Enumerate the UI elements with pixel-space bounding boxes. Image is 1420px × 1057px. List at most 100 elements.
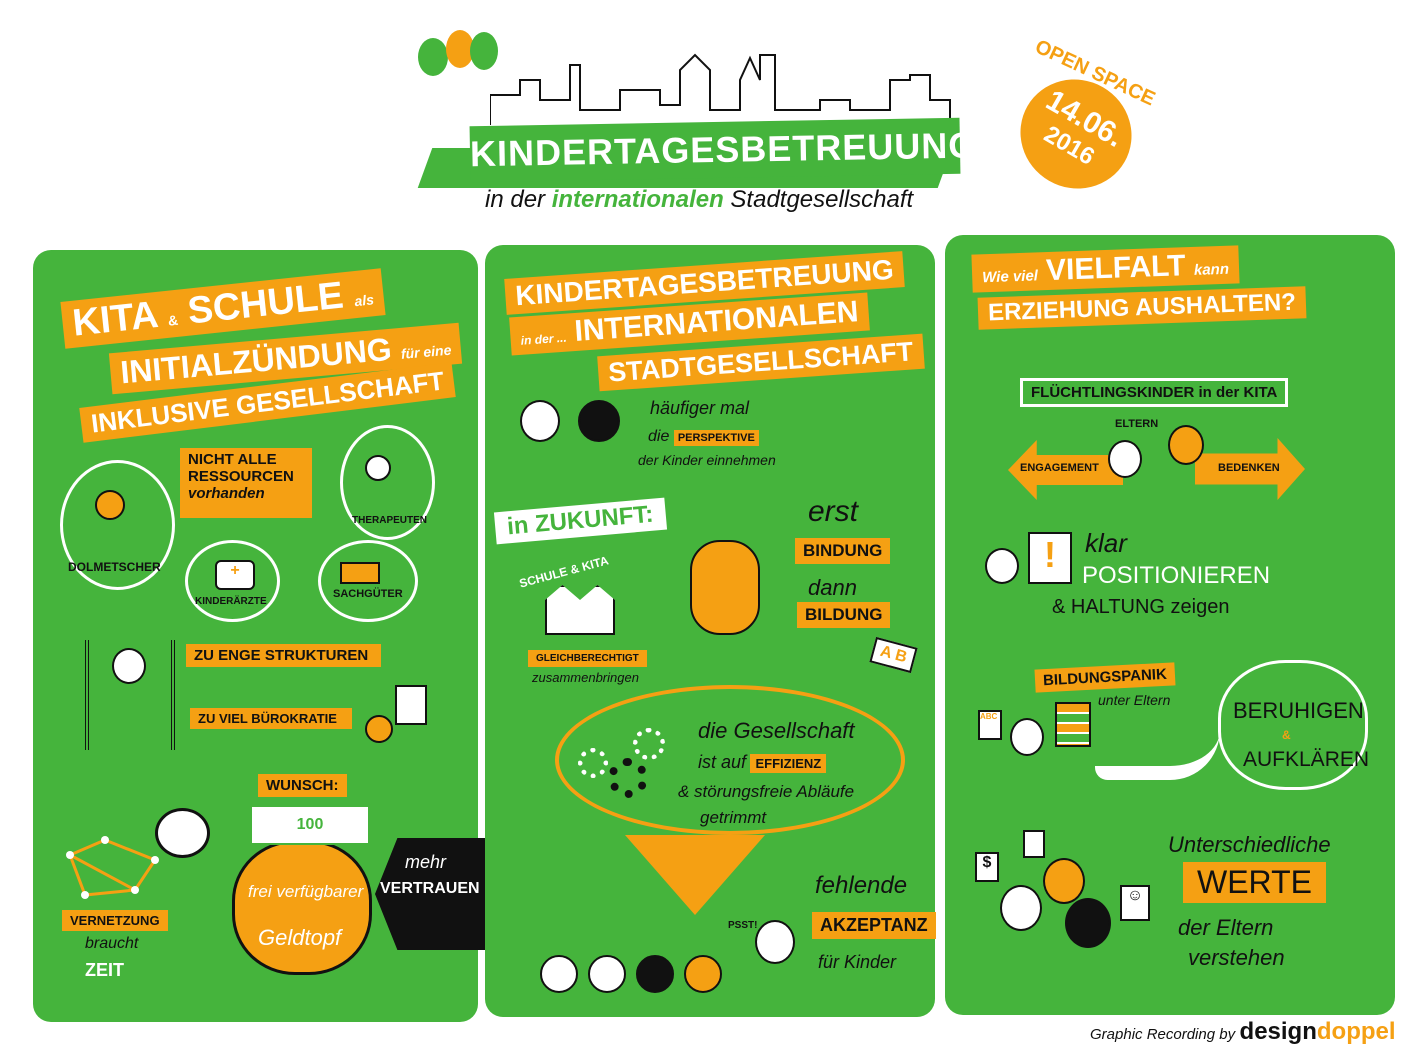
gesellschaft-4: getrimmt [700, 808, 767, 827]
parent-child-icon [690, 540, 760, 635]
perspektive-label: PERSPEKTIVE [673, 430, 759, 446]
page-subtitle: in der internationalen Stadtgesellschaft [485, 186, 913, 214]
label-psst: PSST! [728, 920, 758, 931]
label-bindung: BINDUNG [795, 538, 891, 564]
resources-text: NICHT ALLE RESSOURCEN [188, 451, 294, 485]
label-fehlende: fehlende [815, 872, 908, 899]
parent-icon [1168, 425, 1204, 465]
label-engagement: ENGAGEMENT [1020, 462, 1099, 474]
brand-doppel: doppel [1316, 1018, 1396, 1045]
label-sachgueter: SACHGÜTER [333, 588, 403, 600]
vertrauen-2: VERTRAUEN [380, 880, 480, 897]
pot-text-1: frei verfügbarer [248, 882, 364, 901]
label-akzeptanz: AKZEPTANZ [812, 912, 936, 939]
child-icon [684, 955, 722, 993]
banner-fuer-eine: für eine [400, 341, 452, 362]
gears-icon [578, 728, 668, 798]
parent-icon [1000, 885, 1042, 931]
label-dann: dann [808, 575, 857, 600]
label-eltern: ELTERN [1115, 418, 1159, 430]
label-der-eltern: der Eltern [1178, 915, 1274, 940]
perspektive-3: der Kinder einnehmen [638, 452, 776, 468]
subtitle-pre: in der [485, 186, 546, 213]
people-group: $ ☺ [975, 830, 1150, 980]
cloud-therapeuten [340, 425, 435, 540]
exclamation-sign-icon: ! [1028, 532, 1072, 584]
balloon-icon [470, 32, 498, 70]
credit: Graphic Recording by designdoppel [1090, 1018, 1396, 1046]
label-zeit: ZEIT [85, 960, 124, 980]
label-dolmetscher: DOLMETSCHER [68, 560, 161, 574]
label-braucht: braucht [85, 935, 139, 952]
label-therapeuten: THERAPEUTEN [352, 515, 428, 526]
vertrauen-1: mehr [405, 852, 447, 872]
abc-sheet-icon: ABC [978, 710, 1002, 740]
child-icon [588, 955, 626, 993]
parent-icon [1108, 440, 1142, 478]
banner-vielfalt: VIELFALT [1045, 249, 1187, 288]
label-bedenken: BEDENKEN [1218, 462, 1280, 474]
banner-kita: KiTA [70, 294, 159, 345]
banner-wie-viel: Wie viel [981, 267, 1039, 287]
resources-text-2: vorhanden [188, 485, 265, 502]
label-werte: WERTE [1183, 862, 1326, 903]
fallen-person-icon [365, 715, 393, 743]
label-unterschiedliche: Unterschiedliche [1168, 832, 1331, 857]
beruhigen-cloud [1218, 660, 1368, 790]
bars-icon [85, 640, 175, 750]
balloon-icon [418, 38, 448, 76]
label-aufklaeren: AUFKLÄREN [1243, 748, 1370, 771]
label-strukturen: ZU ENGE STRUKTUREN [186, 644, 381, 667]
brand-design: design [1239, 1018, 1317, 1045]
subtitle-accent: internationalen [551, 186, 724, 213]
presenter-icon [985, 548, 1019, 584]
cloud-sachgueter [318, 540, 418, 622]
gesellschaft-bubble [555, 685, 905, 835]
snail-icon [155, 808, 210, 858]
vertrauen-arrow [375, 838, 487, 950]
effizienz-label: EFFIZIENZ [750, 754, 827, 773]
banner-amp: & [167, 311, 179, 329]
balloon-icon [446, 30, 474, 68]
parent-icon [1065, 898, 1111, 948]
child-icon [520, 400, 560, 442]
resources-box: NICHT ALLE RESSOURCEN vorhanden [180, 448, 312, 518]
label-buerokratie: ZU VIEL BÜROKRATIE [190, 708, 352, 729]
label-und: & [1282, 728, 1291, 742]
squeezed-person-icon [112, 648, 146, 684]
child-icon [578, 400, 620, 442]
credit-text: Graphic Recording by [1090, 1026, 1236, 1043]
banner-kann: kann [1193, 260, 1230, 279]
phone-sign-icon [1023, 830, 1045, 858]
label-vernetzung: VERNETZUNG [62, 910, 168, 931]
cloud-kinderaerzte [185, 540, 280, 622]
smiley-sign-icon: ☺ [1120, 885, 1150, 921]
medical-bag-icon: + [215, 560, 255, 590]
label-unter-eltern: unter Eltern [1098, 692, 1171, 708]
label-bildung: BILDUNG [797, 602, 891, 628]
gesellschaft-ist-auf: ist auf [698, 752, 747, 772]
parent-icon [1043, 858, 1085, 904]
dollar-sign-icon: $ [975, 852, 999, 882]
page-title: KINDERTAGESBETREUUNG [469, 117, 978, 183]
books-stack-icon [1055, 702, 1091, 747]
banner-als: als [353, 291, 375, 310]
fluechtling-box: FLÜCHTLINGSKINDER in der KITA [1020, 378, 1289, 407]
gesellschaft-1: die Gesellschaft [698, 718, 855, 743]
gesellschaft-3: & störungsfreie Abläufe [678, 782, 855, 801]
label-kinderaerzte: KINDERÄRZTE [195, 596, 267, 607]
perspektive-2: die PERSPEKTIVE [648, 428, 759, 446]
subtitle-post: Stadtgesellschaft [730, 186, 914, 213]
therapist-icon [365, 455, 391, 481]
person-icon [95, 490, 125, 520]
worried-parent-icon [1010, 718, 1044, 756]
perspektive-1: häufiger mal [650, 398, 750, 418]
box-icon [340, 562, 380, 584]
paper-stack-icon [395, 685, 427, 725]
label-erst: erst [808, 495, 859, 528]
money-bills: 100 [250, 805, 370, 845]
label-wunsch: WUNSCH: [258, 774, 347, 797]
child-icon [636, 955, 674, 993]
money-pot [232, 840, 372, 975]
child-icon [540, 955, 578, 993]
